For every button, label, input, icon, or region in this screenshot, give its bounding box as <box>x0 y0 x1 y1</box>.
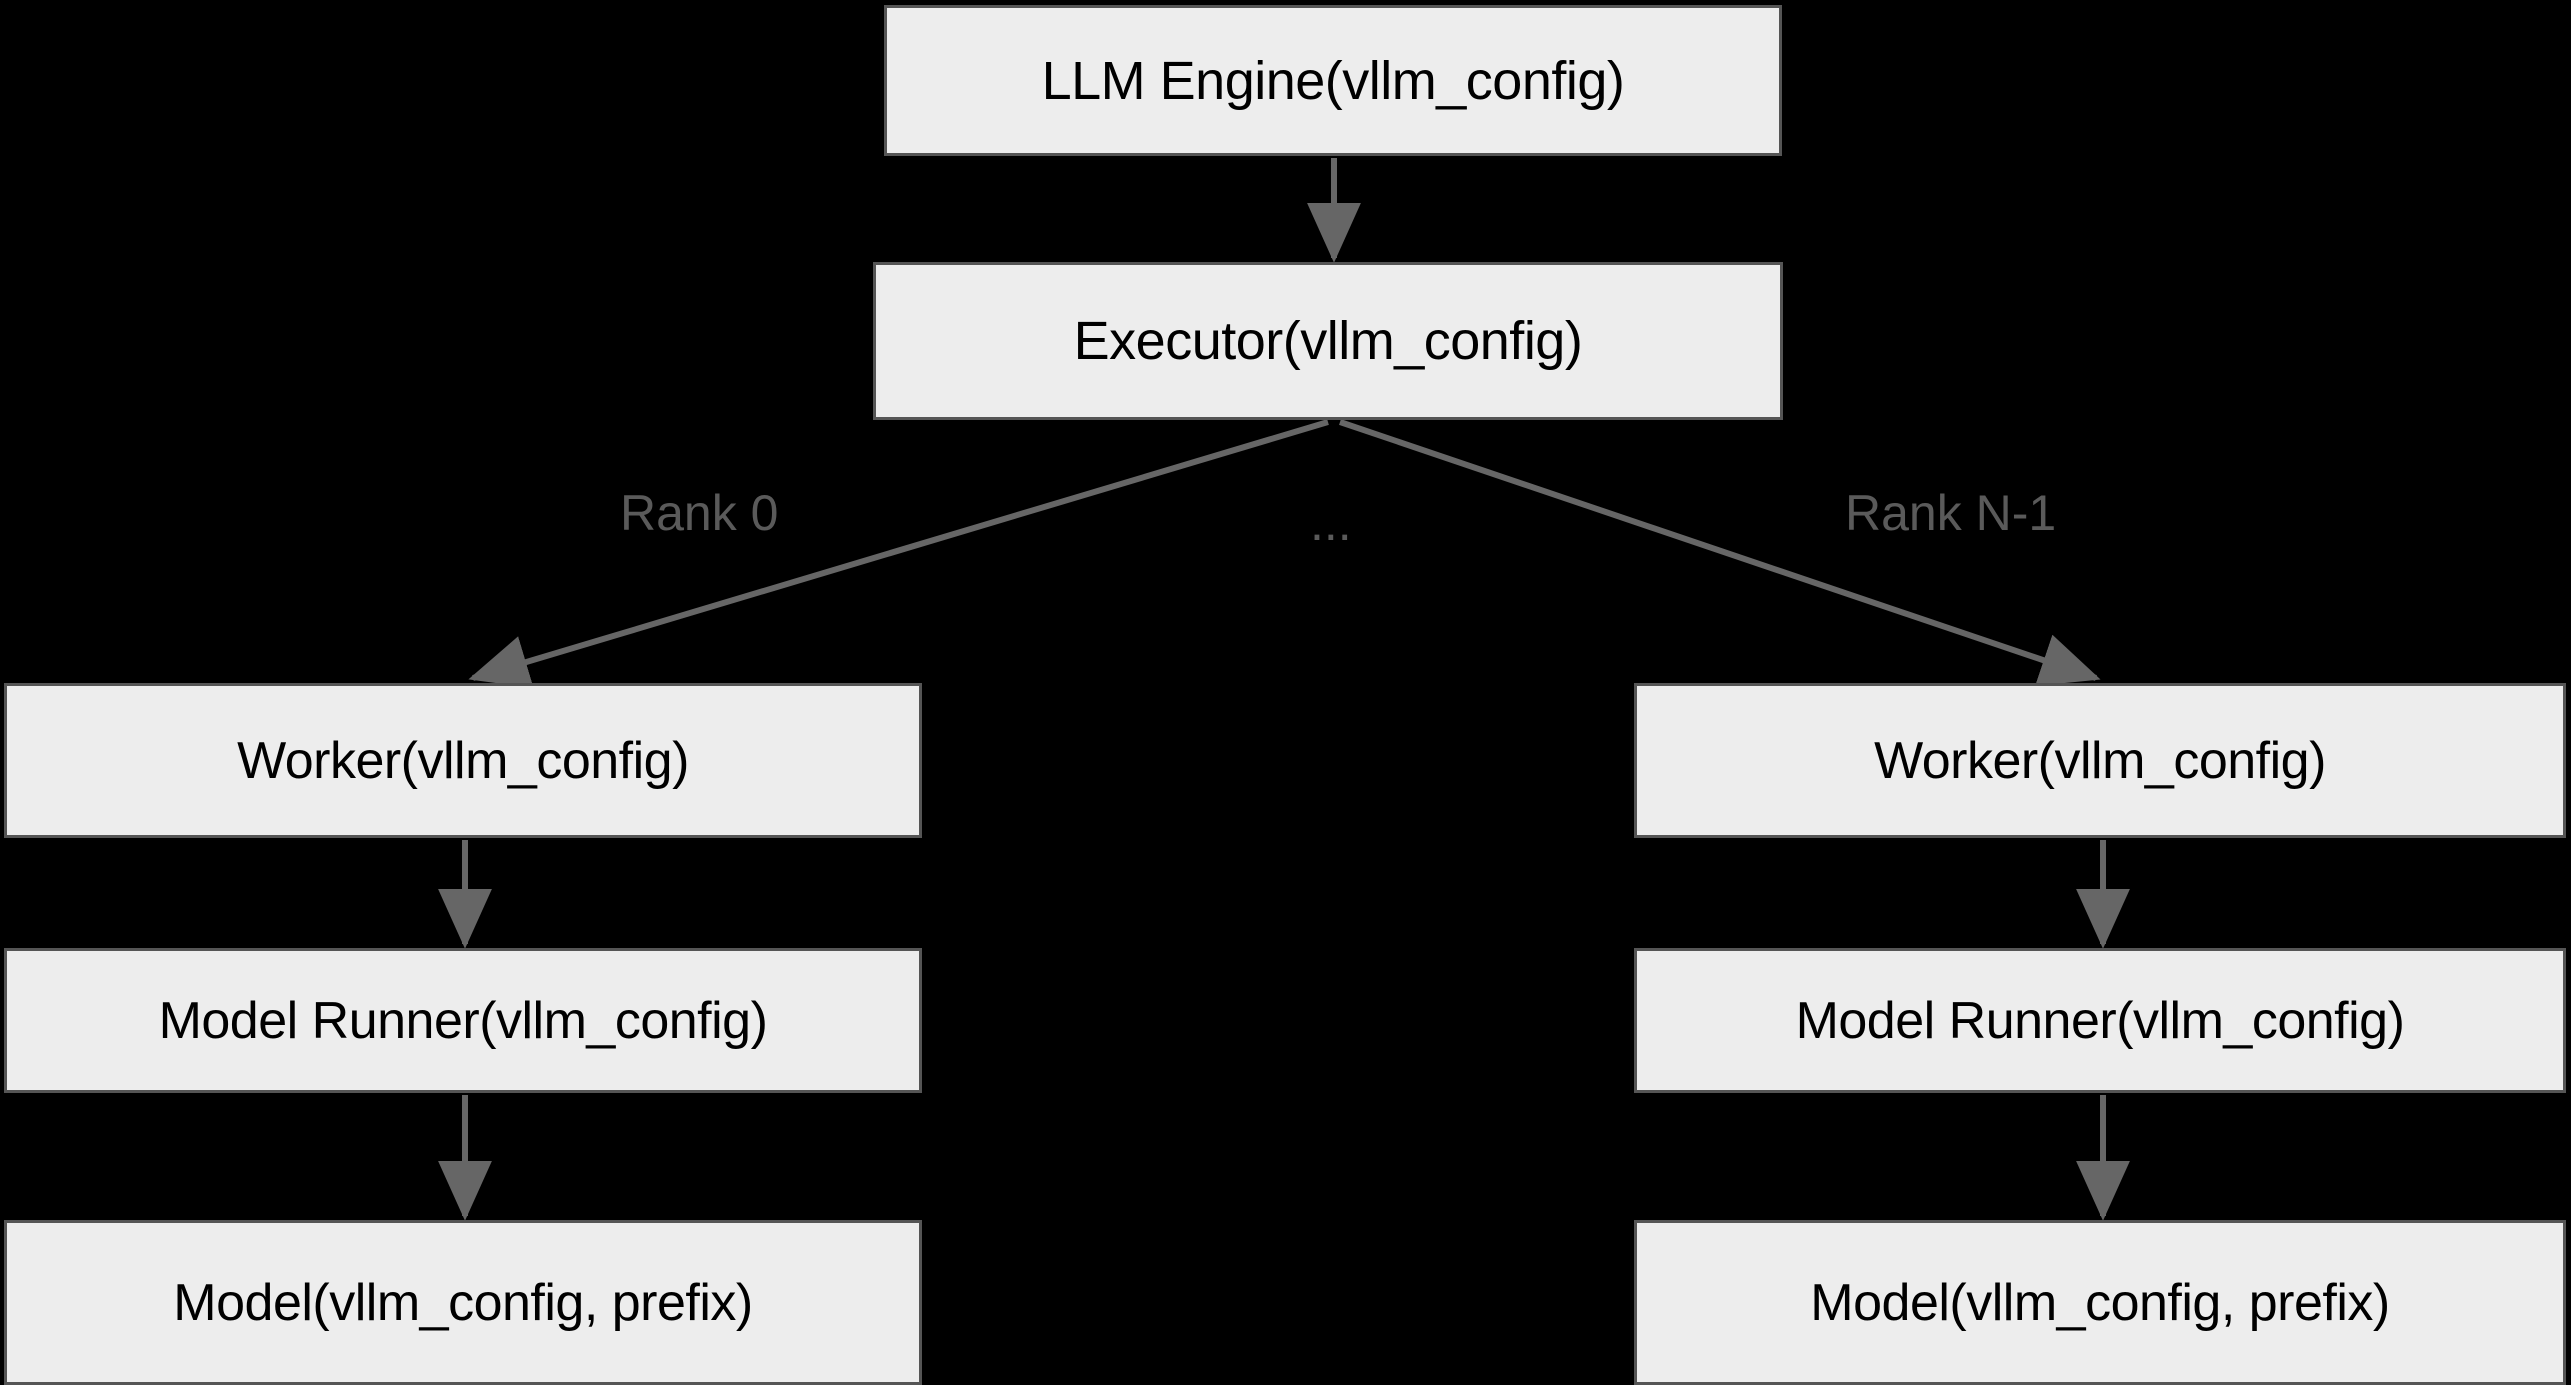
node-model-rank-0-label: Model(vllm_config, prefix) <box>173 1273 753 1332</box>
node-worker-rank-n-minus-1-label: Worker(vllm_config) <box>1874 731 2326 790</box>
edge-executor-to-worker-rank0 <box>468 419 1329 689</box>
node-executor[interactable]: Executor(vllm_config) <box>873 262 1783 420</box>
node-llm-engine[interactable]: LLM Engine(vllm_config) <box>884 5 1782 156</box>
edge-label-ellipsis: ... <box>1310 495 1352 551</box>
node-model-rank-0[interactable]: Model(vllm_config, prefix) <box>4 1220 922 1385</box>
node-worker-rank-0[interactable]: Worker(vllm_config) <box>4 683 922 838</box>
node-worker-rank-n-minus-1[interactable]: Worker(vllm_config) <box>1634 683 2566 838</box>
node-executor-label: Executor(vllm_config) <box>1073 311 1583 371</box>
node-worker-rank-0-label: Worker(vllm_config) <box>237 731 689 790</box>
edge-label-rank-n-minus-1: Rank N-1 <box>1845 485 2057 541</box>
node-model-rank-n-minus-1-label: Model(vllm_config, prefix) <box>1810 1273 2390 1332</box>
edge-label-rank-0: Rank 0 <box>620 485 779 541</box>
node-llm-engine-label: LLM Engine(vllm_config) <box>1041 50 1625 111</box>
node-model-rank-n-minus-1[interactable]: Model(vllm_config, prefix) <box>1634 1220 2566 1385</box>
node-model-runner-rank-n-minus-1[interactable]: Model Runner(vllm_config) <box>1634 948 2566 1093</box>
edge-executor-to-worker-rankn <box>1339 419 2101 686</box>
node-model-runner-rank-n-minus-1-label: Model Runner(vllm_config) <box>1795 991 2405 1050</box>
node-model-runner-rank-0-label: Model Runner(vllm_config) <box>158 991 768 1050</box>
node-model-runner-rank-0[interactable]: Model Runner(vllm_config) <box>4 948 922 1093</box>
